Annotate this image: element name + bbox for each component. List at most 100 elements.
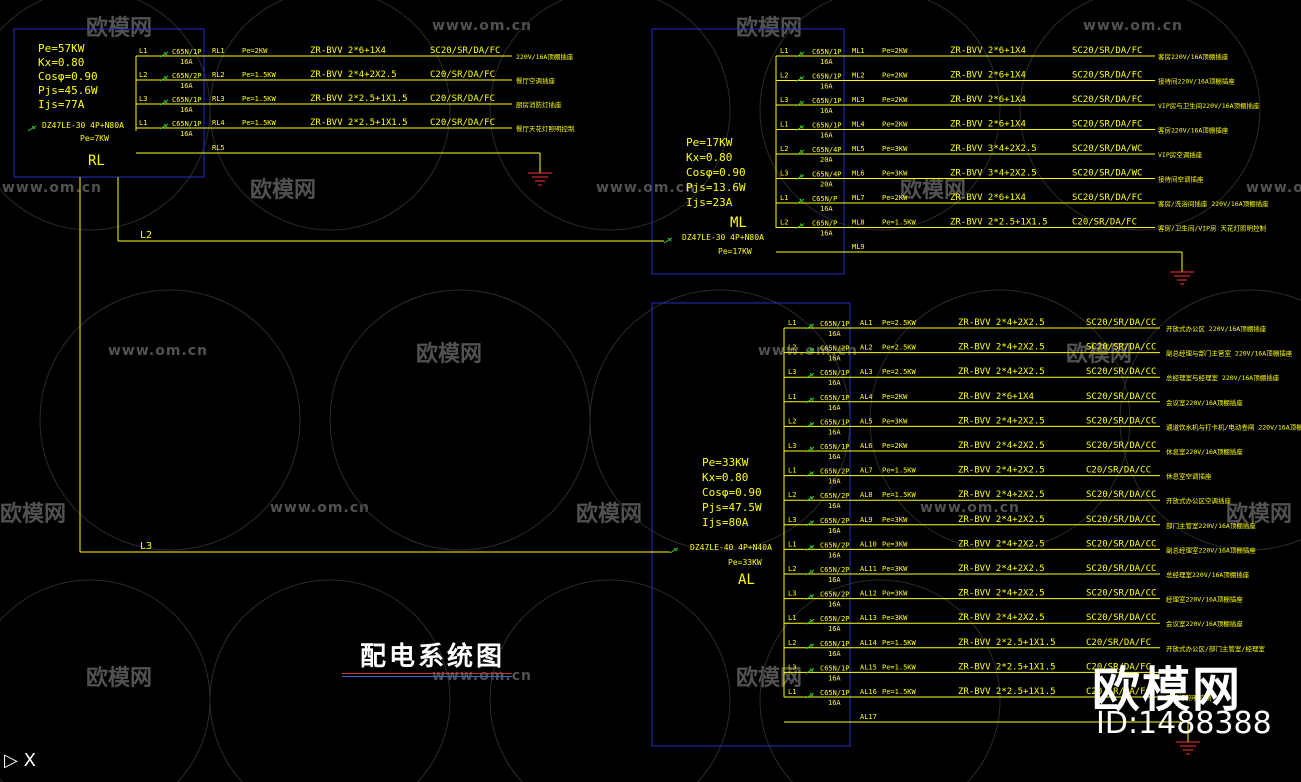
circuit-pe: Pe=3KW [882,417,908,425]
watermark-circle [759,579,1001,782]
breaker-symbol [805,643,815,650]
cable-spec: ZR-BVV 2*2.5+1X1.5 [310,118,408,128]
breaker-rating: 16A [828,576,841,584]
main-pe-label: Pe=7KW [80,134,109,143]
breaker-symbol [159,75,169,82]
conduit-spec: SC20/SR/DA/FC [1072,95,1142,105]
breaker-blade [805,667,815,674]
breaker-type: C65N/2P [820,615,850,623]
breaker-type: C65N/1P [812,48,842,56]
phase-label: L2 [780,219,788,227]
ground-symbol [1170,271,1194,285]
circuit-note: 开放式办公区空调插座 [1166,496,1232,505]
circuit-id: AL2 [860,344,873,352]
circuit-note: 会议室220V/16A顶棚插座 [1166,619,1243,628]
breaker-tick [809,569,814,574]
breaker-symbol [159,99,169,106]
breaker-type: C65N/4P [812,171,842,179]
cable-spec: ZR-BVV 2*4+2X2.5 [958,318,1045,328]
conduit-spec: SC20/SR/DA/FC [1072,71,1142,81]
breaker-rating: 16A [828,478,841,486]
circuit-id: AL10 [860,540,877,548]
circuit-pe: Pe=3KW [882,590,908,598]
breaker-tick [799,100,804,105]
breaker-symbol [27,125,37,132]
watermark-circle [1019,0,1261,231]
watermark-circle [759,0,1001,231]
breaker-blade [27,125,37,132]
circuit-note: 开放式办公区/部门主管室/经理室 [1166,644,1265,653]
conduit-spec: SC20/SR/DA/CC [1086,367,1156,377]
breaker-blade [795,223,805,229]
cable-spec: ZR-BVV 2*6+1X4 [950,71,1026,81]
breaker-rating: 16A [180,82,193,90]
phase-label: L1 [139,47,147,55]
circuit-note: 客房/洗浴间插座 220V/16A顶棚插座 [1158,199,1269,208]
circuit-pe: Pe=2KW [882,96,908,104]
breaker-rating: 16A [828,650,841,658]
circuit-pe: Pe=3KW [882,516,908,524]
circuit-id: AL11 [860,565,877,573]
breaker-rating: 20A [820,156,833,164]
cable-spec: ZR-BVV 2*4+2X2.5 [958,343,1045,353]
circuit-note: 餐厅空调插座 [516,76,556,85]
watermark-id: ID:1488388 [1096,706,1272,741]
circuit-note: 副总经理与部门主管室 220V/16A顶棚插座 [1166,349,1293,358]
circuit-id: RL3 [212,95,225,103]
breaker-blade [795,125,805,131]
cable-spec: ZR-BVV 2*2.5+1X1.5 [958,638,1056,648]
panel-frame [651,28,845,275]
phase-label: L2 [780,72,788,80]
watermark-circle [489,0,731,231]
breaker-rating: 16A [180,58,193,66]
cable-spec: ZR-BVV 2*4+2X2.5 [958,564,1045,574]
breaker-symbol [805,667,815,674]
circuit-id: AL16 [860,688,877,696]
feeder-l2-label: L2 [140,230,152,241]
circuit-pe: Pe=1.5KW [882,639,917,647]
circuit-id: AL1 [860,319,873,327]
breaker-tick [809,643,814,648]
phase-label: L3 [788,442,796,450]
circuit-id: AL4 [860,393,873,401]
breaker-blade [795,51,805,58]
breaker-type: C65N/2P [820,591,850,599]
breaker-symbol [805,471,815,478]
panel-ml: Pe=17KWKx=0.80Cosφ=0.90Pjs=13.6WIjs=23AD… [651,28,1269,285]
breaker-type: C65N/1P [820,443,850,451]
watermark-circle [209,0,451,231]
breaker-symbol [795,174,805,180]
phase-label: L1 [780,47,788,55]
circuit-note: 副总经理室220V/16A顶棚插座 [1166,545,1256,554]
circuit-id: ML5 [852,145,865,153]
conduit-spec: SC20/SR/DA/FC [1072,120,1142,130]
circuit-pe: Pe=1.5KW [242,71,277,79]
breaker-tick [809,397,814,402]
circuit-note: 客房220V/16A顶棚插座 [1158,52,1229,61]
circuit-pe: Pe=1.5KW [242,119,277,127]
watermark-circle [209,579,451,782]
breaker-tick [163,123,168,128]
conduit-spec: SC20/SR/DA/CC [1086,441,1156,451]
phase-label: L3 [788,663,796,671]
circuit-note: 天花灯照明控制 [1166,693,1212,702]
cable-spec: ZR-BVV 2*4+2X2.5 [958,515,1045,525]
breaker-rating: 16A [820,58,833,66]
breaker-type: C65N/2P [820,492,850,500]
breaker-rating: 16A [828,428,841,436]
cable-spec: ZR-BVV 2*6+1X4 [950,193,1026,203]
breaker-type: C65N/1P [812,122,842,130]
breaker-blade [805,692,815,699]
cable-spec: ZR-BVV 2*4+2X2.5 [310,70,397,80]
circuit-note: 休息室220V/16A顶棚插座 [1166,447,1243,456]
phase-label: L1 [139,119,147,127]
circuit-id: AL3 [860,368,873,376]
breaker-symbol [795,149,805,156]
cable-spec: ZR-BVV 2*2.5+1X1.5 [310,94,408,104]
